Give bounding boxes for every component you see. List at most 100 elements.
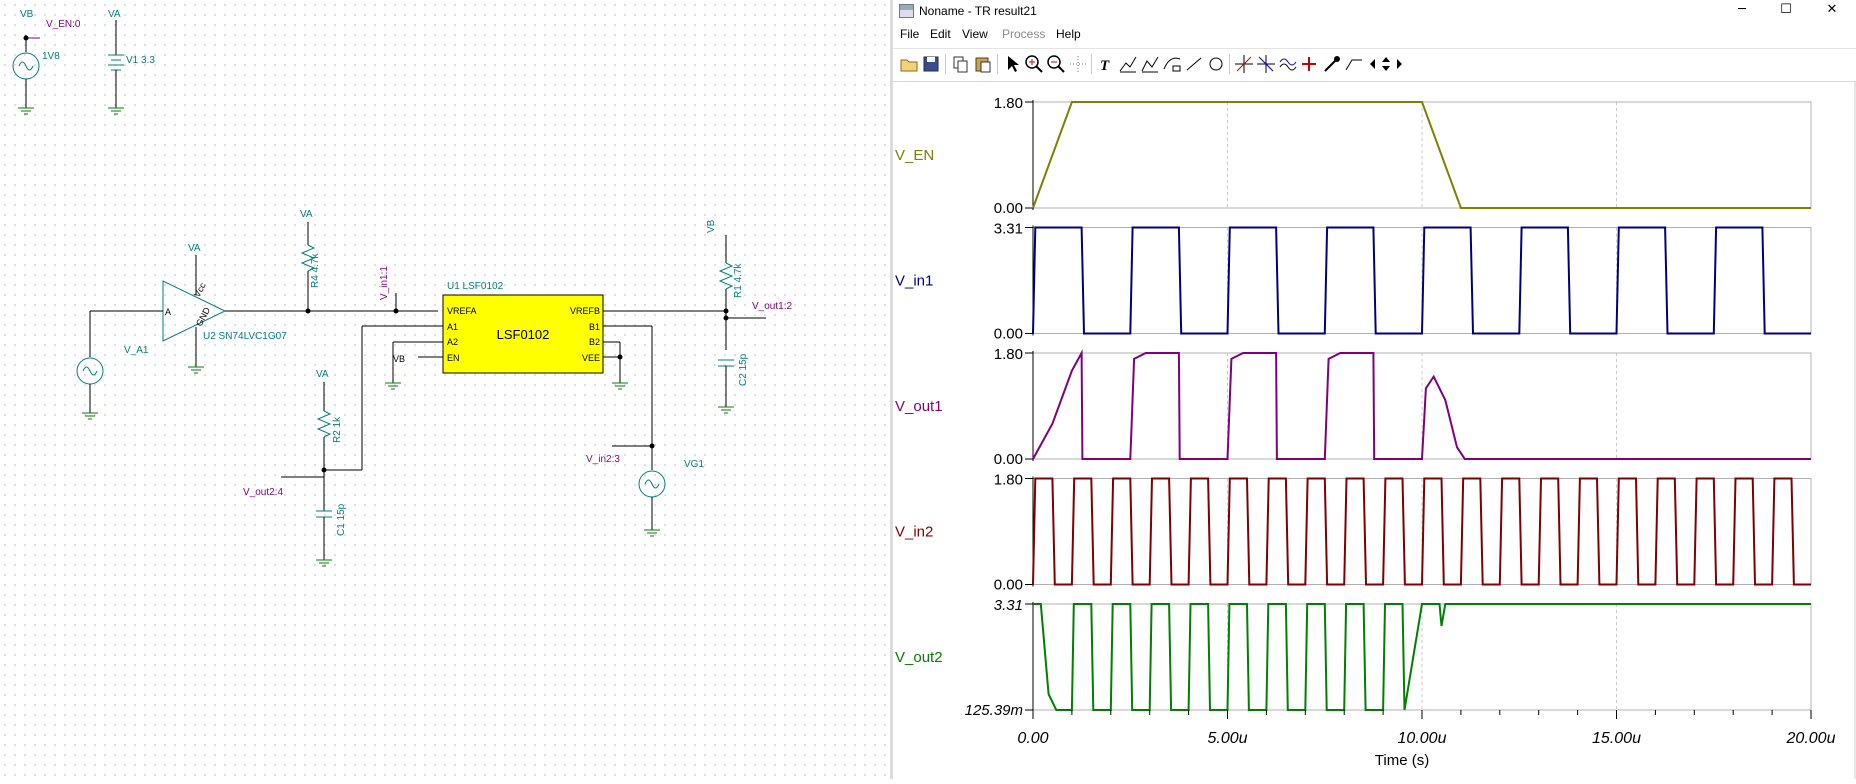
circle-icon[interactable] [1205,53,1227,75]
pane-divider[interactable] [890,0,893,779]
menu-help[interactable]: Help [1056,27,1081,41]
x-tick-label: 20.00u [1786,730,1836,747]
series-name-label: V_in1 [895,273,933,290]
x-tick-label: 0.00 [1017,730,1048,747]
label-r4: R4 4.7k [310,253,321,288]
schematic-canvas[interactable]: VB 1V8 VA V1 3.3 VA U2 SN74LVC1G07 V_A1 … [0,0,890,779]
label-u1: U1 LSF0102 [447,281,504,292]
grid-icon[interactable] [1067,53,1089,75]
panel-frame [1032,101,1812,209]
label-va-r4: VA [300,209,313,220]
step-icon[interactable] [1343,53,1365,75]
save-icon[interactable] [920,53,942,75]
x-tick-label: 5.00u [1207,730,1247,747]
label-1v8: 1V8 [42,51,60,62]
series-line-v-en [1032,101,1811,209]
label-v-in2-3: V_in2:3 [586,454,620,465]
series-line-v-out2 [1033,603,1811,711]
label-vg1: VG1 [684,459,704,470]
label-va-buffer: VA [188,243,201,254]
menu-file[interactable]: File [900,27,920,41]
maximize-button[interactable]: ☐ [1780,2,1792,17]
label-vb-en: VB [393,354,405,364]
right-arrow-icon[interactable] [1393,53,1405,75]
panel-v-out1[interactable]: 1.800.00V_out1 [895,346,1812,468]
y-max-label: 1.80 [994,95,1023,112]
line-icon[interactable] [1183,53,1205,75]
label-pin-gnd: GND [194,305,212,328]
label-v-en0: V_EN:0 [46,19,81,30]
label-pin-b1: B1 [589,322,600,332]
waveform-plot[interactable]: 1.800.00V_EN3.310.00V_in11.800.00V_out11… [893,82,1854,779]
y-min-label: 0.00 [994,577,1023,594]
label-v-a1: V_A1 [124,345,149,356]
up-down-icon[interactable] [1379,53,1393,75]
cursor-plus-icon[interactable] [1299,53,1321,75]
app-icon [899,4,914,18]
window-title: Noname - TR result21 [919,4,1037,18]
label-pin-b2: B2 [589,337,600,347]
label-pin-a2: A2 [447,337,458,347]
label-va: VA [108,9,121,20]
label-u2: U2 SN74LVC1G07 [203,331,287,342]
label-c2: C2 15p [738,353,749,386]
svg-text:T: T [1100,58,1110,74]
curve-icon[interactable] [1277,53,1299,75]
open-folder-icon[interactable] [898,53,920,75]
label-pin-vee: VEE [582,353,600,363]
label-c1: C1 15p [336,503,347,536]
y-min-label: 0.00 [994,200,1023,217]
y-max-label: 1.80 [994,472,1023,489]
title-bar[interactable]: Noname - TR result21 ─ ☐ ✕ [893,0,1856,22]
minimize-button[interactable]: ─ [1738,2,1746,17]
label-va-r2: VA [316,369,329,380]
left-arrow-icon[interactable] [1367,53,1379,75]
panel-v-en[interactable]: 1.800.00V_EN [895,95,1812,217]
x-tick-label: 15.00u [1592,730,1641,747]
grapher-window: Noname - TR result21 ─ ☐ ✕ File Edit Vie… [893,0,1856,779]
label-pin-a: A [165,307,171,317]
label-pin-vcc: Vcc [192,281,208,299]
measure-icon[interactable] [1161,53,1183,75]
menu-edit[interactable]: Edit [930,27,951,41]
cursor-cross-a-icon[interactable] [1233,53,1255,75]
menu-view[interactable]: View [962,27,988,41]
panel-v-in1[interactable]: 3.31 0.00 V_in1 [895,221,1812,343]
cursor-cross-b-icon[interactable] [1255,53,1277,75]
label-v-out1-2: V_out1:2 [752,301,792,312]
label-v1: V1 3.3 [126,55,155,66]
cursor-b-icon[interactable] [1139,53,1161,75]
x-axis-label: Time (s) [1375,752,1429,769]
zoom-out-icon[interactable] [1045,53,1067,75]
series-name-label: V_in2 [895,524,933,541]
text-icon[interactable]: T [1095,53,1117,75]
menu-bar: File Edit View Process Help [893,24,1856,44]
cursor-a-icon[interactable] [1117,53,1139,75]
label-lsf0102: LSF0102 [497,327,550,342]
label-v-in1-1: V_in1:1 [379,266,390,300]
paste-icon[interactable] [972,53,994,75]
schematic-drawing[interactable]: VB 1V8 VA V1 3.3 VA U2 SN74LVC1G07 V_A1 … [0,0,890,779]
series-line-v-out1 [1032,349,1811,460]
panel-frame [1032,603,1812,711]
eyedropper-icon[interactable] [1321,53,1343,75]
label-r1: R1 4.7k [733,263,744,298]
menu-process[interactable]: Process [1002,27,1046,41]
zoom-in-icon[interactable] [1023,53,1045,75]
label-r2: R2 1k [332,416,343,443]
y-min-label: 0.00 [994,451,1023,468]
y-max-label: 1.80 [994,346,1023,363]
y-min-label: 0.00 [994,326,1023,343]
pointer-icon[interactable] [1001,53,1023,75]
label-pin-en: EN [447,353,460,363]
copy-icon[interactable] [950,53,972,75]
y-max-label: 3.31 [994,221,1023,238]
toolbar: T [893,48,1856,82]
label-v-out2-4: V_out2:4 [243,487,283,498]
scrollbar[interactable] [1854,82,1856,779]
label-pin-a1: A1 [447,322,458,332]
close-button[interactable]: ✕ [1826,2,1838,17]
series-line-v-in2 [1032,477,1811,586]
panel-v-in2[interactable]: 1.80 0.00 V_in2 [895,472,1812,594]
